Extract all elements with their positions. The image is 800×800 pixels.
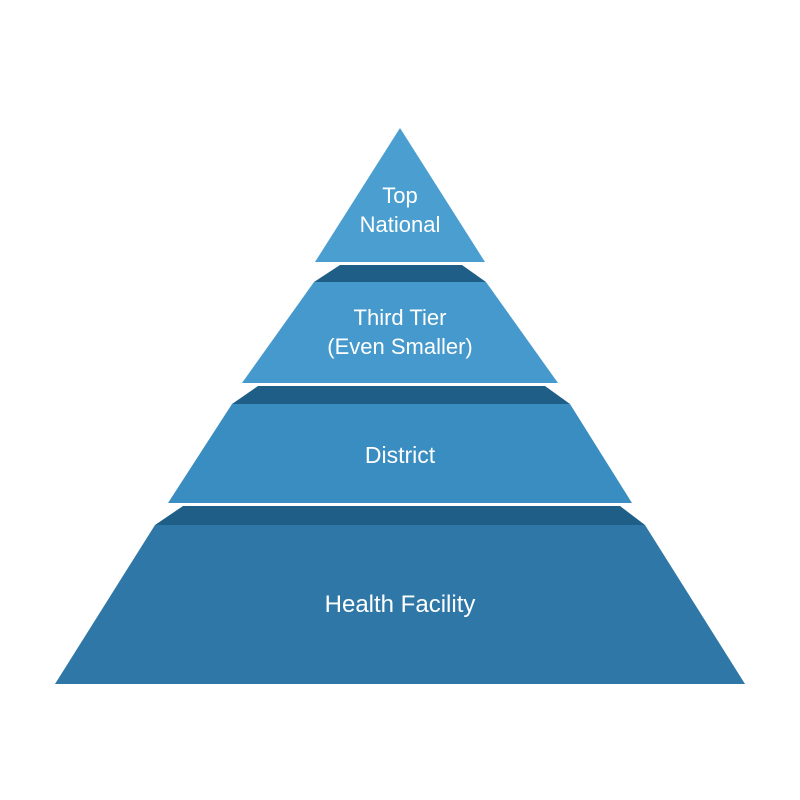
tier-label-line: Top bbox=[382, 183, 418, 208]
tier-label-health-facility: Health Facility bbox=[0, 589, 800, 620]
tier-label-district: District bbox=[0, 441, 800, 471]
tier-label-line: (Even Smaller) bbox=[327, 333, 473, 359]
tier-label-line: National bbox=[359, 211, 441, 237]
ledge-top bbox=[314, 265, 486, 282]
tier-label-line: Health Facility bbox=[324, 591, 476, 618]
tier-third bbox=[242, 282, 558, 383]
tier-label-top: Top National bbox=[0, 182, 800, 239]
tier-district bbox=[168, 404, 632, 503]
tier-label-line: Third Tier bbox=[353, 305, 447, 330]
ledge-district bbox=[155, 506, 645, 525]
tier-top bbox=[315, 128, 485, 262]
tier-label-third: Third Tier (Even Smaller) bbox=[0, 304, 800, 361]
tier-health-facility bbox=[55, 525, 745, 684]
tier-label-line: District bbox=[364, 442, 436, 468]
ledge-third bbox=[232, 386, 570, 404]
